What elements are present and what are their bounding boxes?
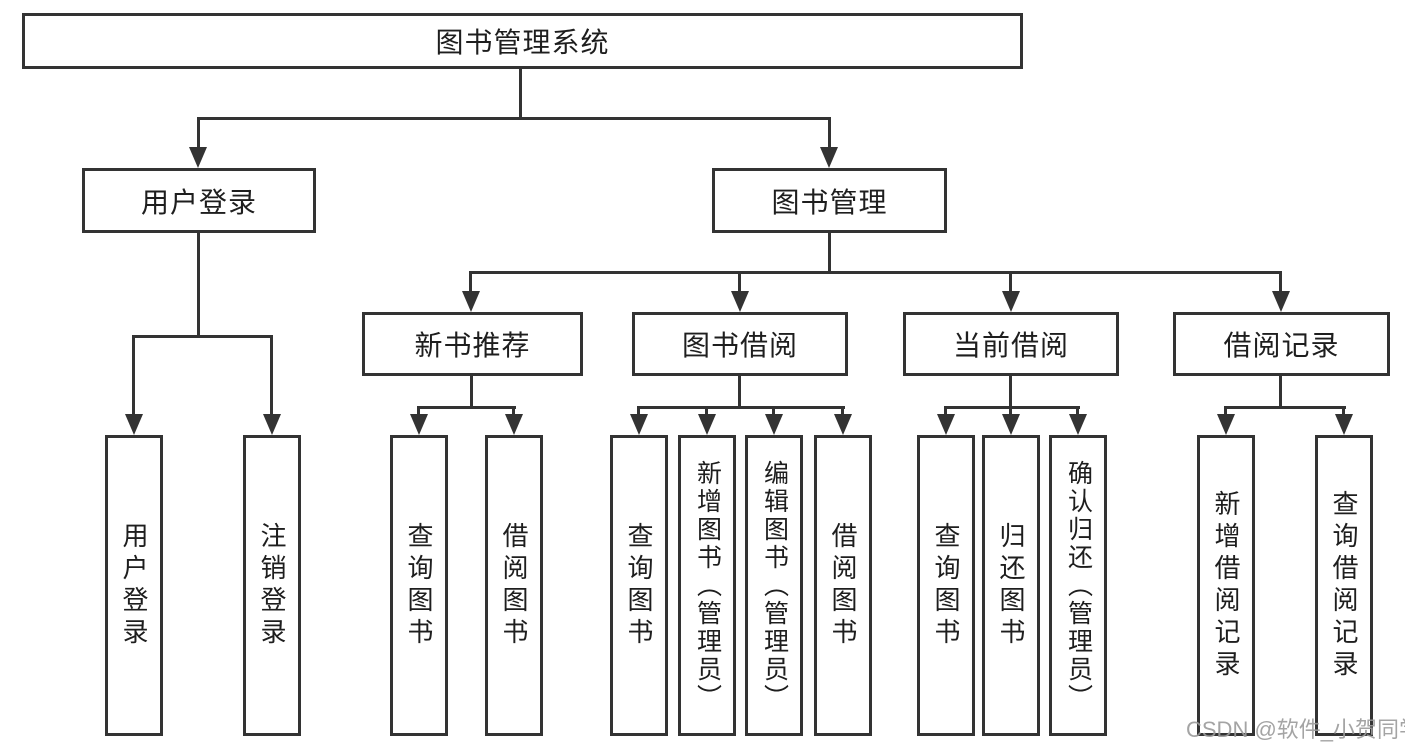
leaf-label: 确认归还（管理员） [1064, 459, 1093, 712]
arrow-down-icon [1272, 291, 1290, 312]
connector-root-trunk [519, 68, 522, 118]
connector-book-mgmt-trunk [828, 233, 831, 271]
arrow-down-icon [189, 147, 207, 168]
node-current-borrowing: 当前借阅 [903, 312, 1119, 376]
arrow-down-icon [698, 414, 716, 435]
connector-l2-drop [738, 271, 741, 295]
connector-leaf-drop [270, 335, 273, 416]
arrow-down-icon [937, 414, 955, 435]
connector-borrow-branch [637, 406, 845, 409]
leaf-user-login: 用户登录 [105, 435, 163, 736]
connector-newbook-branch [417, 406, 516, 409]
leaf-logout: 注销登录 [243, 435, 301, 736]
leaf-label: 新增图书（管理员） [693, 459, 722, 712]
leaf-label: 编辑图书（管理员） [760, 459, 789, 712]
connector-leaf-drop [417, 406, 420, 418]
connector-leaf-drop [944, 406, 947, 418]
arrow-down-icon [834, 414, 852, 435]
connector-l2-drop [1009, 271, 1012, 295]
arrow-down-icon [1002, 414, 1020, 435]
connector-leaf-drop [512, 406, 515, 418]
leaf-label: 借阅图书 [828, 521, 858, 650]
node-label: 图书管理 [771, 186, 888, 218]
connector-user-login-drop [197, 117, 200, 150]
leaf-label: 查询图书 [404, 521, 434, 650]
node-label: 图书借阅 [681, 330, 798, 361]
leaf-label: 查询图书 [624, 521, 654, 650]
arrow-down-icon [731, 291, 749, 312]
leaf-return-books: 归还图书 [982, 435, 1040, 736]
connector-l2-drop [1279, 271, 1282, 295]
arrow-down-icon [1069, 414, 1087, 435]
watermark: CSDN @软件_小贺同学 [1186, 717, 1405, 742]
leaf-label: 归还图书 [996, 521, 1026, 650]
leaf-add-borrow-record: 新增借阅记录 [1197, 435, 1255, 736]
connector-leaf-drop [705, 406, 708, 418]
connector-leaf-drop [1009, 406, 1012, 418]
connector-leaf-drop [841, 406, 844, 418]
leaf-query-books-current: 查询图书 [917, 435, 975, 736]
arrow-down-icon [410, 414, 428, 435]
leaf-label: 查询图书 [931, 521, 961, 650]
node-user-login: 用户登录 [82, 168, 316, 233]
connector-leaf-drop [772, 406, 775, 418]
arrow-down-icon [1335, 414, 1353, 435]
arrow-down-icon [1002, 291, 1020, 312]
connector-leaf-drop [1224, 406, 1227, 418]
node-label: 当前借阅 [952, 330, 1069, 361]
leaf-label: 查询借阅记录 [1329, 489, 1359, 682]
leaf-label: 新增借阅记录 [1211, 489, 1241, 682]
connector-records-trunk [1279, 376, 1282, 406]
arrow-down-icon [263, 414, 281, 435]
node-label: 图书管理系统 [435, 27, 610, 58]
connector-records-branch [1224, 406, 1346, 409]
leaf-label: 借阅图书 [499, 521, 529, 650]
arrow-down-icon [630, 414, 648, 435]
leaf-borrow-books-recommend: 借阅图书 [485, 435, 543, 736]
leaf-query-books-recommend: 查询图书 [390, 435, 448, 736]
arrow-down-icon [820, 147, 838, 168]
connector-leaf-drop [1342, 406, 1345, 418]
connector-l2-drop [469, 271, 472, 295]
connector-current-trunk [1009, 376, 1012, 406]
leaf-label: 用户登录 [119, 521, 149, 650]
arrow-down-icon [125, 414, 143, 435]
connector-book-mgmt-branch [469, 271, 1282, 274]
arrow-down-icon [462, 291, 480, 312]
node-label: 借阅记录 [1223, 330, 1340, 361]
connector-borrow-trunk [738, 376, 741, 406]
arrow-down-icon [1217, 414, 1235, 435]
connector-user-login-branch [132, 335, 273, 338]
node-label: 用户登录 [140, 186, 257, 218]
leaf-label: 注销登录 [257, 521, 287, 650]
connector-newbook-trunk [470, 376, 473, 406]
leaf-add-books-admin: 新增图书（管理员） [678, 435, 736, 736]
node-new-book-recommend: 新书推荐 [362, 312, 583, 376]
leaf-edit-books-admin: 编辑图书（管理员） [745, 435, 803, 736]
arrow-down-icon [765, 414, 783, 435]
node-book-borrowing: 图书借阅 [632, 312, 848, 376]
node-borrowing-records: 借阅记录 [1173, 312, 1390, 376]
connector-user-login-trunk [197, 233, 200, 335]
connector-leaf-drop [637, 406, 640, 418]
node-library-system: 图书管理系统 [22, 13, 1023, 69]
leaf-query-books-borrowing: 查询图书 [610, 435, 668, 736]
leaf-query-borrow-record: 查询借阅记录 [1315, 435, 1373, 736]
arrow-down-icon [505, 414, 523, 435]
connector-leaf-drop [1076, 406, 1079, 418]
leaf-confirm-return-admin: 确认归还（管理员） [1049, 435, 1107, 736]
node-book-management: 图书管理 [712, 168, 947, 233]
connector-current-branch [944, 406, 1080, 409]
connector-leaf-drop [132, 335, 135, 416]
connector-root-branch [197, 117, 831, 120]
node-label: 新书推荐 [414, 330, 531, 361]
leaf-borrow-books-borrowing: 借阅图书 [814, 435, 872, 736]
connector-book-mgmt-drop [828, 117, 831, 150]
